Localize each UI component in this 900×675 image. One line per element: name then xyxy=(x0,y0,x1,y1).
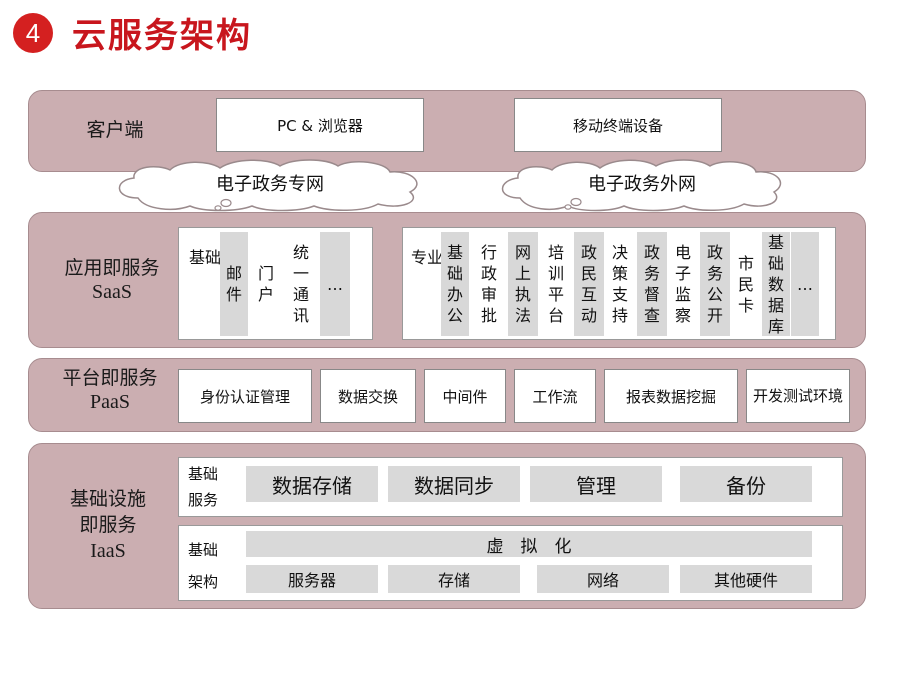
external-network-cloud: 电子政务外网 xyxy=(492,158,792,212)
private-network-cloud: 电子政务专网 xyxy=(108,158,432,212)
iaas-services-label-line1: 基础 xyxy=(188,465,219,483)
saas-professional-item-6: 政务督查 xyxy=(637,232,667,336)
saas-professional-item-2: 网上执法 xyxy=(508,232,538,336)
saas-basic-item-3: … xyxy=(320,232,350,336)
saas-professional-item-1: 行政审批 xyxy=(475,232,503,336)
service-management: 管理 xyxy=(530,466,662,502)
paas-item-reporting: 报表数据挖掘 xyxy=(604,369,738,423)
pc-browser-box: PC & 浏览器 xyxy=(216,98,424,152)
saas-professional-item-3: 培训平台 xyxy=(541,232,571,336)
arch-network: 网络 xyxy=(537,565,669,593)
iaas-label-line3: IaaS xyxy=(90,540,126,562)
paas-item-middleware: 中间件 xyxy=(424,369,506,423)
arch-storage: 存储 xyxy=(388,565,520,593)
paas-item-identity: 身份认证管理 xyxy=(178,369,312,423)
paas-item-devtest: 开发测试环境 xyxy=(746,369,850,423)
saas-professional-item-8: 政务公开 xyxy=(700,232,730,336)
virtualization-bar: 虚 拟 化 xyxy=(246,531,812,557)
client-band xyxy=(28,90,866,172)
client-label: 客户端 xyxy=(86,119,144,141)
saas-professional-item-0: 基础办公 xyxy=(441,232,469,336)
iaas-services-label: 基础 服务 xyxy=(188,461,218,513)
saas-basic-item-0: 邮件 xyxy=(220,232,248,336)
iaas-architecture-label-line2: 架构 xyxy=(188,573,219,591)
arch-other-hardware: 其他硬件 xyxy=(680,565,812,593)
mobile-device-box: 移动终端设备 xyxy=(514,98,722,152)
paas-label: 平台即服务 PaaS xyxy=(40,366,180,414)
saas-basic-item-1: 门户 xyxy=(252,232,280,336)
saas-label: 应用即服务 SaaS xyxy=(44,256,180,304)
cloud-shape-icon xyxy=(118,159,418,212)
saas-professional-item-11: … xyxy=(791,232,819,336)
saas-professional-item-4: 政民互动 xyxy=(574,232,604,336)
service-data-sync: 数据同步 xyxy=(388,466,520,502)
iaas-label-line1: 基础设施 xyxy=(69,488,146,510)
iaas-label: 基础设施 即服务 IaaS xyxy=(48,486,168,564)
paas-item-data-exchange: 数据交换 xyxy=(320,369,416,423)
paas-label-line1: 平台即服务 xyxy=(62,367,158,389)
saas-label-line1: 应用即服务 xyxy=(64,257,160,279)
iaas-architecture-label-line1: 基础 xyxy=(188,541,219,559)
arch-server: 服务器 xyxy=(246,565,378,593)
iaas-services-label-line2: 服务 xyxy=(188,491,219,509)
paas-item-workflow: 工作流 xyxy=(514,369,596,423)
saas-basic-item-2: 统一通讯 xyxy=(286,232,316,336)
paas-label-line2: PaaS xyxy=(90,391,130,413)
service-data-storage: 数据存储 xyxy=(246,466,378,502)
section-number: 4 xyxy=(25,17,41,48)
iaas-architecture-label: 基础 架构 xyxy=(188,534,218,598)
saas-basic-label: 基础 xyxy=(189,248,222,267)
section-number-badge: 4 xyxy=(13,13,53,53)
cloud-shape-icon xyxy=(501,159,782,212)
external-network-label: 电子政务外网 xyxy=(588,174,696,195)
saas-professional-label: 专业 xyxy=(411,248,444,267)
saas-label-line2: SaaS xyxy=(92,281,132,303)
private-network-label: 电子政务专网 xyxy=(216,174,324,195)
saas-professional-item-9: 市民卡 xyxy=(731,232,761,336)
iaas-label-line2: 即服务 xyxy=(79,514,137,536)
service-backup: 备份 xyxy=(680,466,812,502)
saas-professional-item-7: 电子监察 xyxy=(668,232,698,336)
saas-professional-item-10: 基础数据库 xyxy=(762,232,790,336)
page-title: 云服务架构 xyxy=(72,16,252,56)
saas-professional-item-5: 决策支持 xyxy=(605,232,635,336)
